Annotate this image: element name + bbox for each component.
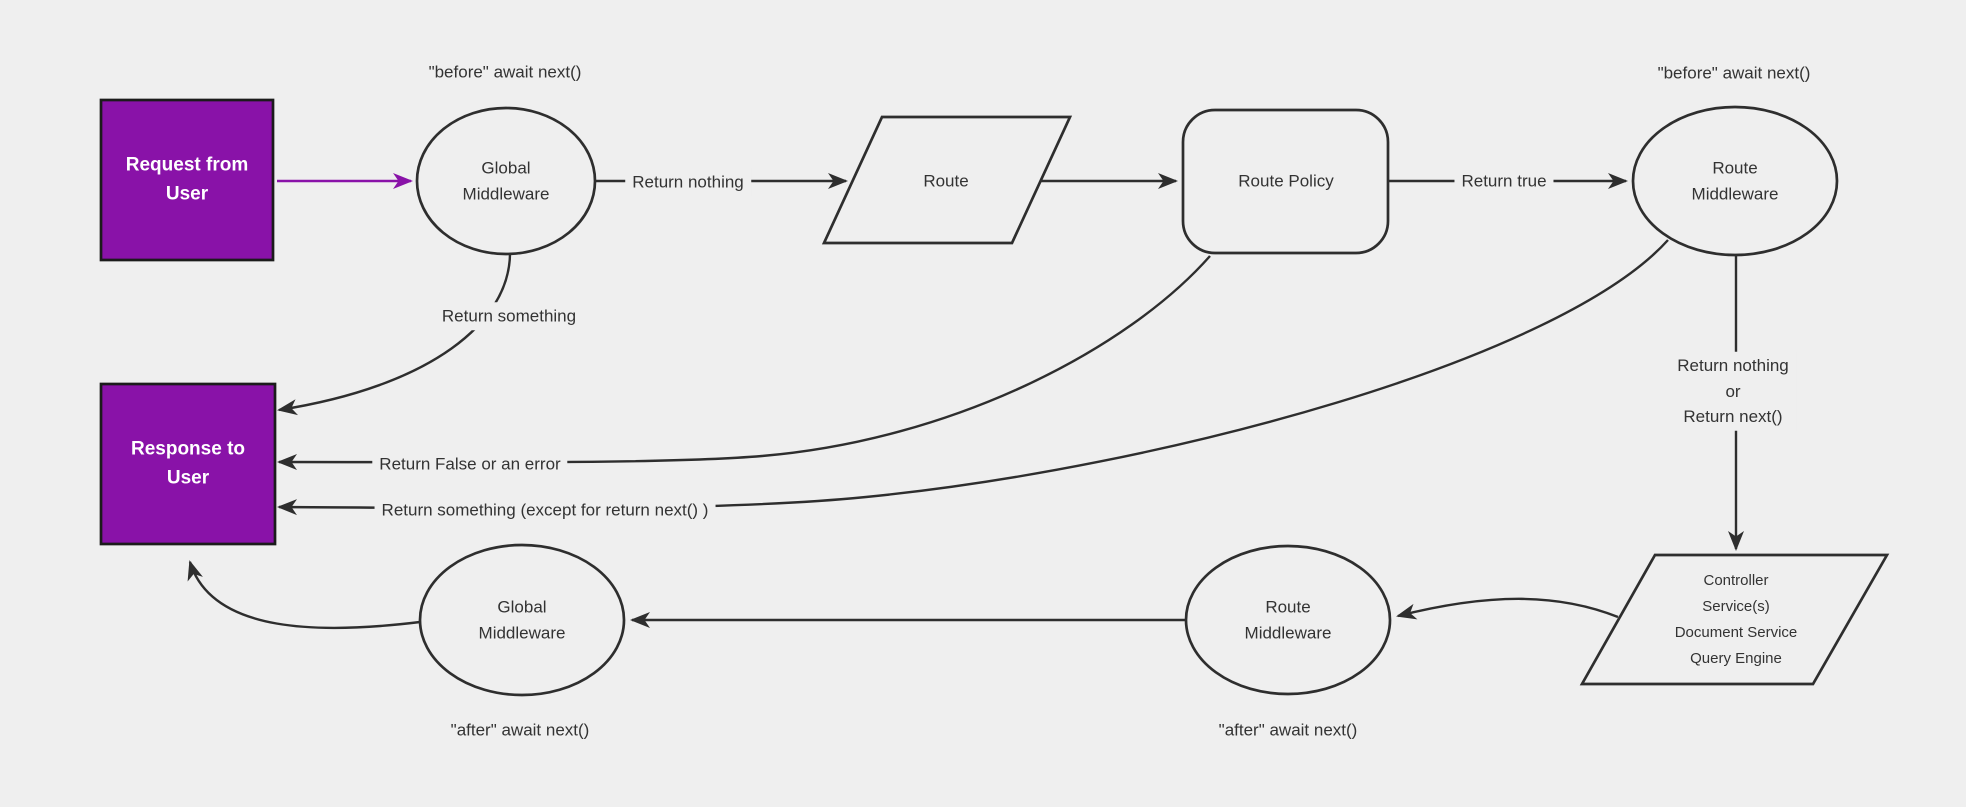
route-policy-label: Route Policy <box>1238 171 1334 191</box>
route-middleware-bottom-label: Route Middleware <box>1244 597 1332 643</box>
controller-services-parallelogram <box>1579 553 1890 686</box>
route-middleware-top-label: Route Middleware <box>1691 158 1779 204</box>
route-parallelogram <box>821 115 1073 245</box>
route-policy-rounded-rect <box>1181 108 1390 255</box>
response-to-user-label: Response to User <box>130 438 246 489</box>
global-middleware-bottom-ellipse <box>418 543 626 697</box>
route-label: Route <box>923 171 969 191</box>
request-from-user-box <box>99 98 275 262</box>
edge-label-return-true: Return true <box>1454 167 1554 195</box>
edge-controller-to-route-middleware-bottom <box>1396 597 1619 620</box>
edge-route-policy-return-false-to-response <box>277 255 1211 471</box>
edge-label-return-something: Return something <box>434 302 584 330</box>
global-middleware-top-ellipse <box>415 106 597 256</box>
edge-label-return-nothing: Return nothing <box>625 168 751 196</box>
edge-label-return-something-except: Return something (except for return next… <box>374 496 716 524</box>
edge-label-return-nothing-or-next: Return nothing or Return next() <box>1670 351 1796 431</box>
edge-label-return-false-or-error: Return False or an error <box>372 450 568 478</box>
route-middleware-top-ellipse <box>1631 105 1839 257</box>
annotation-after-await-next-right: "after" await next() <box>1218 720 1358 740</box>
controller-services-label: Controller Service(s) Document Service Q… <box>1674 572 1798 667</box>
annotation-before-await-next-right: "before" await next() <box>1657 63 1811 83</box>
edge-global-middleware-bottom-to-response <box>187 560 421 630</box>
request-from-user-label: Request from User <box>125 154 249 205</box>
edge-global-middleware-return-something-to-response <box>277 253 512 416</box>
annotation-after-await-next-left: "after" await next() <box>450 720 590 740</box>
global-middleware-top-label: Global Middleware <box>462 158 550 204</box>
annotation-before-await-next-left: "before" await next() <box>428 62 582 82</box>
route-middleware-bottom-ellipse <box>1184 544 1392 696</box>
response-to-user-box <box>99 382 277 546</box>
global-middleware-bottom-label: Global Middleware <box>478 597 566 643</box>
